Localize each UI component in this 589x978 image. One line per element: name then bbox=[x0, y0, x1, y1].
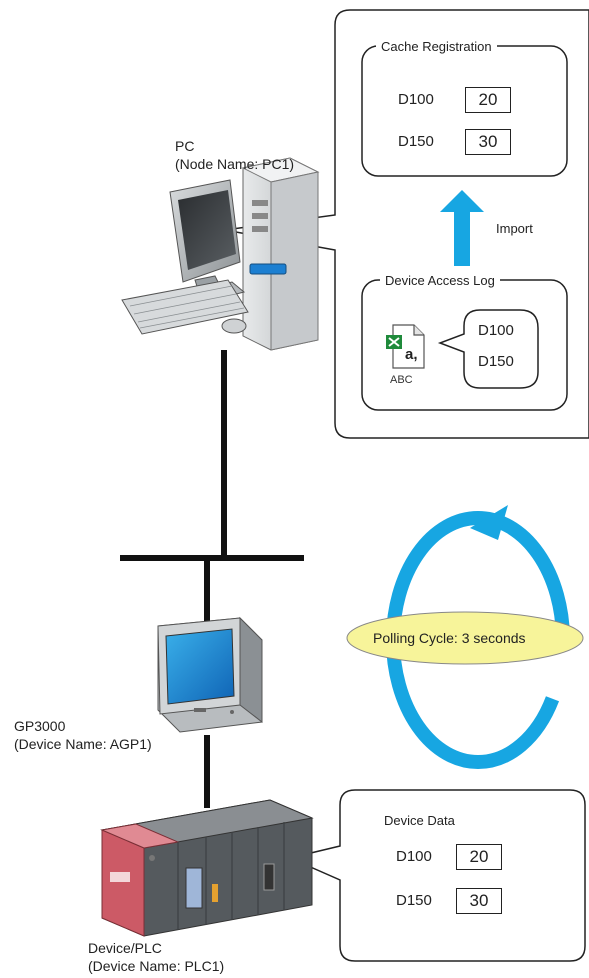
plc-title: Device/PLC bbox=[88, 940, 162, 956]
device-data-row-value: 20 bbox=[456, 844, 502, 870]
cache-row-addr: D100 bbox=[398, 91, 434, 108]
excel-file-icon bbox=[386, 324, 425, 369]
polling-ellipse bbox=[346, 611, 584, 665]
gp3000-icon bbox=[157, 616, 263, 733]
log-bubble-item: D150 bbox=[478, 353, 514, 370]
import-arrow bbox=[440, 190, 484, 266]
log-title: Device Access Log bbox=[380, 272, 500, 289]
device-data-row-addr: D150 bbox=[396, 892, 432, 909]
plc-subtitle: (Device Name: PLC1) bbox=[88, 958, 225, 974]
log-bubble bbox=[437, 309, 539, 389]
device-data-row-addr: D100 bbox=[396, 848, 432, 865]
gp-subtitle: (Device Name: AGP1) bbox=[14, 736, 152, 752]
cache-row-value: 20 bbox=[465, 87, 511, 113]
log-bubble-item: D100 bbox=[478, 322, 514, 339]
file-label: ABC bbox=[390, 374, 413, 386]
gp-title: GP3000 bbox=[14, 718, 66, 734]
cache-row-value: 30 bbox=[465, 129, 511, 155]
pc-subtitle: (Node Name: PC1) bbox=[175, 156, 295, 172]
cache-title: Cache Registration bbox=[376, 38, 497, 55]
import-label: Import bbox=[496, 221, 533, 236]
pc-icon bbox=[121, 157, 320, 351]
polling-label: Polling Cycle: 3 seconds bbox=[373, 630, 526, 646]
device-data-title: Device Data bbox=[384, 813, 455, 828]
file-glyph: a, bbox=[405, 346, 418, 363]
pc-title: PC bbox=[175, 138, 195, 154]
device-data-panel bbox=[287, 789, 586, 962]
plc-icon bbox=[100, 799, 314, 937]
device-data-row-value: 30 bbox=[456, 888, 502, 914]
cache-row-addr: D150 bbox=[398, 133, 434, 150]
network-lines bbox=[120, 350, 304, 808]
